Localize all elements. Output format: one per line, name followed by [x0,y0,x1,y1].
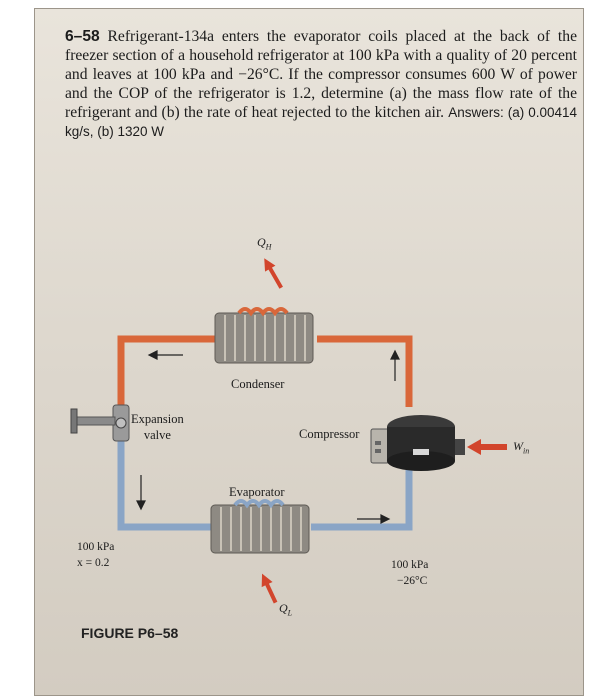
condenser-label: Condenser [231,377,285,391]
expansion-valve-label: Expansion valve [131,412,184,442]
textbook-photo: 6–58 Refrigerant-134a enters the evapora… [34,8,584,696]
figure-caption: FIGURE P6–58 [81,625,179,641]
work-input-label: Win [513,439,530,456]
compressor-icon [370,415,465,471]
heat-arrows [261,258,507,604]
heat-rejected-label: QH [257,235,272,252]
compressor-label: Compressor [299,427,360,441]
answers-values: (a) 0.00414 kg/s, (b) 1320 W [65,105,577,139]
problem-statement: 6–58 Refrigerant-134a enters the evapora… [65,27,577,141]
hot-pipe-right [317,335,413,407]
condenser-coil [214,307,314,364]
refrigeration-cycle-diagram [70,258,507,604]
heat-absorbed-label: QL [279,601,293,618]
state-outlet-temperature: −26°C [397,575,428,587]
evaporator-coil [210,499,310,554]
problem-text: Refrigerant-134a enters the evaporator c… [65,28,577,121]
textbook-page: 6–58 Refrigerant-134a enters the evapora… [35,9,583,695]
state-inlet-quality: x = 0.2 [77,557,110,569]
answers-label: Answers: [448,105,504,120]
answers: Answers: (a) 0.00414 kg/s, (b) 1320 W [65,105,577,139]
cold-pipe-left [117,441,239,531]
state-outlet-pressure: 100 kPa [391,559,429,571]
evaporator-label: Evaporator [229,485,285,499]
hot-pipe-left [117,335,245,405]
state-inlet-pressure: 100 kPa [77,541,115,553]
cold-pipe-right [311,465,413,531]
problem-number: 6–58 [65,28,100,45]
expansion-valve-icon [70,404,130,442]
